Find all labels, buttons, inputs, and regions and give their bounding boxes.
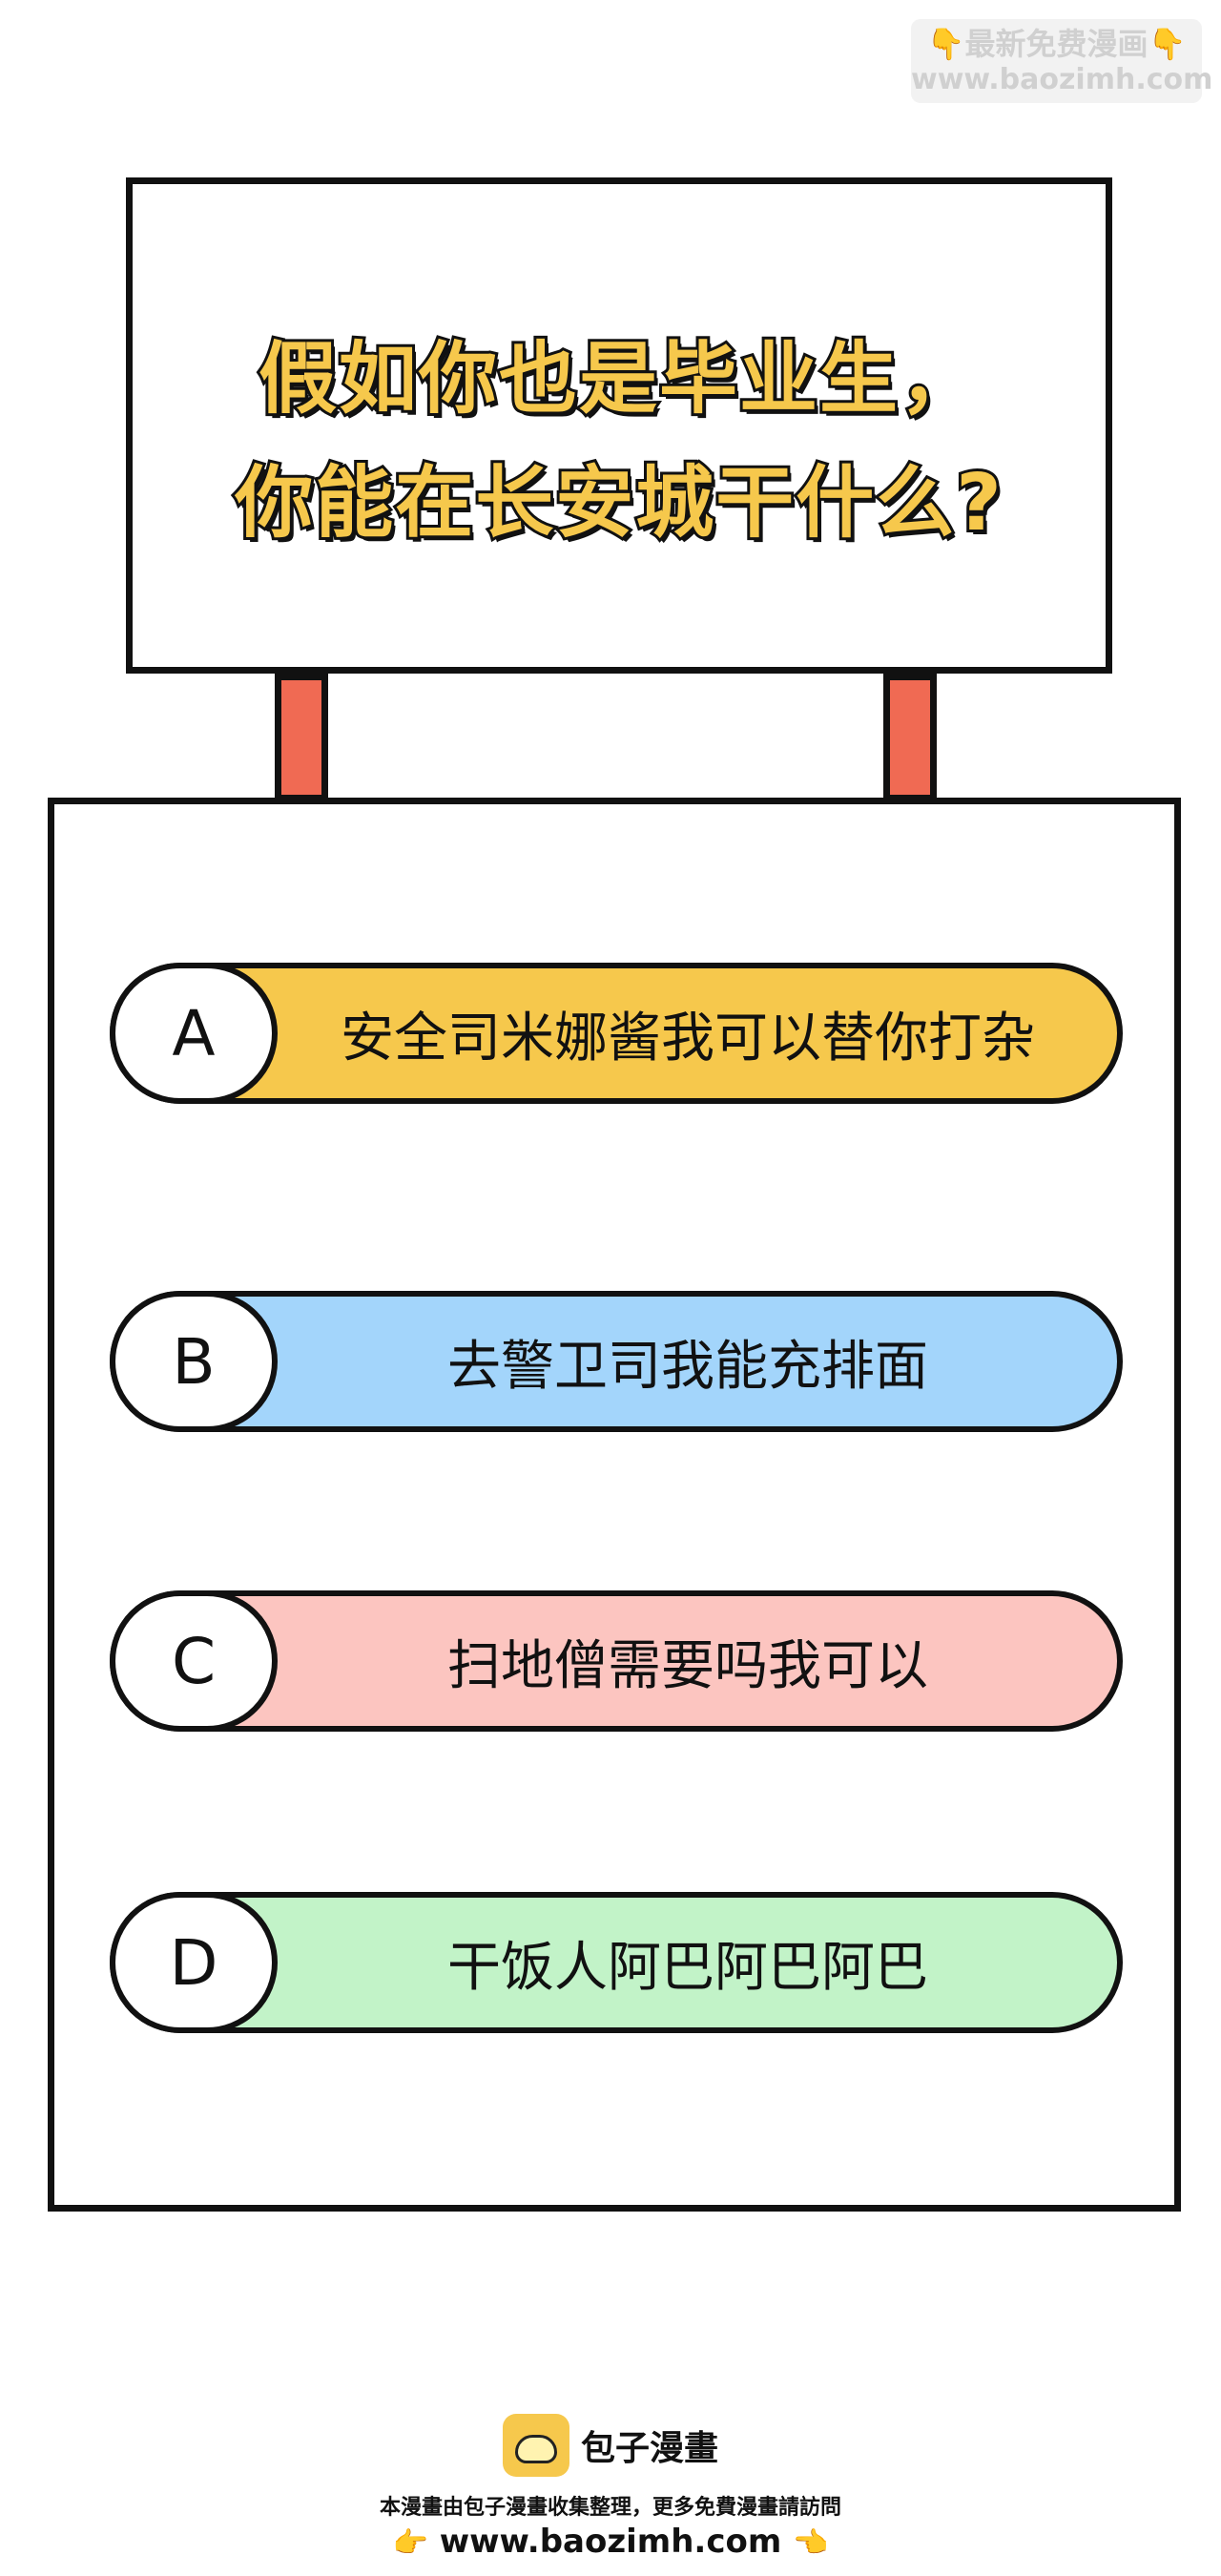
question-line-1: 假如你也是毕业生， bbox=[256, 331, 981, 427]
option-a[interactable]: A 安全司米娜酱我可以替你打杂 bbox=[110, 963, 1123, 1104]
question-line-2: 你能在长安城干什么? bbox=[232, 455, 1004, 551]
option-letter: D bbox=[110, 1892, 278, 2033]
footer-url[interactable]: www.baozimh.com bbox=[439, 2523, 782, 2561]
option-d[interactable]: D 干饭人阿巴阿巴阿巴 bbox=[110, 1892, 1123, 2033]
option-text: 干饭人阿巴阿巴阿巴 bbox=[447, 1936, 928, 1999]
bun-logo-icon bbox=[502, 2414, 569, 2477]
footer-brand: 包子漫畫 bbox=[0, 2412, 1221, 2479]
options-board: A 安全司米娜酱我可以替你打杂 B 去警卫司我能充排面 C 扫地僧需要吗我可以 … bbox=[48, 798, 1181, 2212]
option-letter: C bbox=[110, 1590, 278, 1732]
question-title: 假如你也是毕业生， 你能在长安城干什么? bbox=[133, 318, 1106, 566]
option-text: 扫地僧需要吗我可以 bbox=[447, 1634, 928, 1697]
watermark-url: www.baozimh.com bbox=[911, 63, 1213, 96]
pointing-down-icon: 👇 bbox=[1148, 26, 1187, 62]
sign-post-right bbox=[883, 674, 937, 801]
brand-name: 包子漫畫 bbox=[580, 2429, 718, 2468]
option-letter: B bbox=[110, 1291, 278, 1432]
footer-credit: 本漫畫由包子漫畫收集整理，更多免費漫畫請訪問 bbox=[379, 2496, 841, 2520]
option-text: 去警卫司我能充排面 bbox=[447, 1335, 928, 1398]
option-b[interactable]: B 去警卫司我能充排面 bbox=[110, 1291, 1123, 1432]
option-letter: A bbox=[110, 963, 278, 1104]
pointing-down-icon: 👇 bbox=[926, 26, 965, 62]
footer-url-line: 👉 www.baozimh.com 👈 bbox=[0, 2523, 1221, 2561]
watermark-text: 最新免费漫画 bbox=[964, 26, 1149, 62]
pointing-right-icon: 👉 bbox=[392, 2526, 428, 2560]
option-c[interactable]: C 扫地僧需要吗我可以 bbox=[110, 1590, 1123, 1732]
watermark: 👇最新免费漫画👇 www.baozimh.com bbox=[911, 19, 1213, 103]
sign-post-left bbox=[275, 674, 328, 801]
option-text: 安全司米娜酱我可以替你打杂 bbox=[341, 1007, 1035, 1070]
question-sign: 假如你也是毕业生， 你能在长安城干什么? bbox=[126, 177, 1112, 674]
pointing-left-icon: 👈 bbox=[793, 2526, 829, 2560]
